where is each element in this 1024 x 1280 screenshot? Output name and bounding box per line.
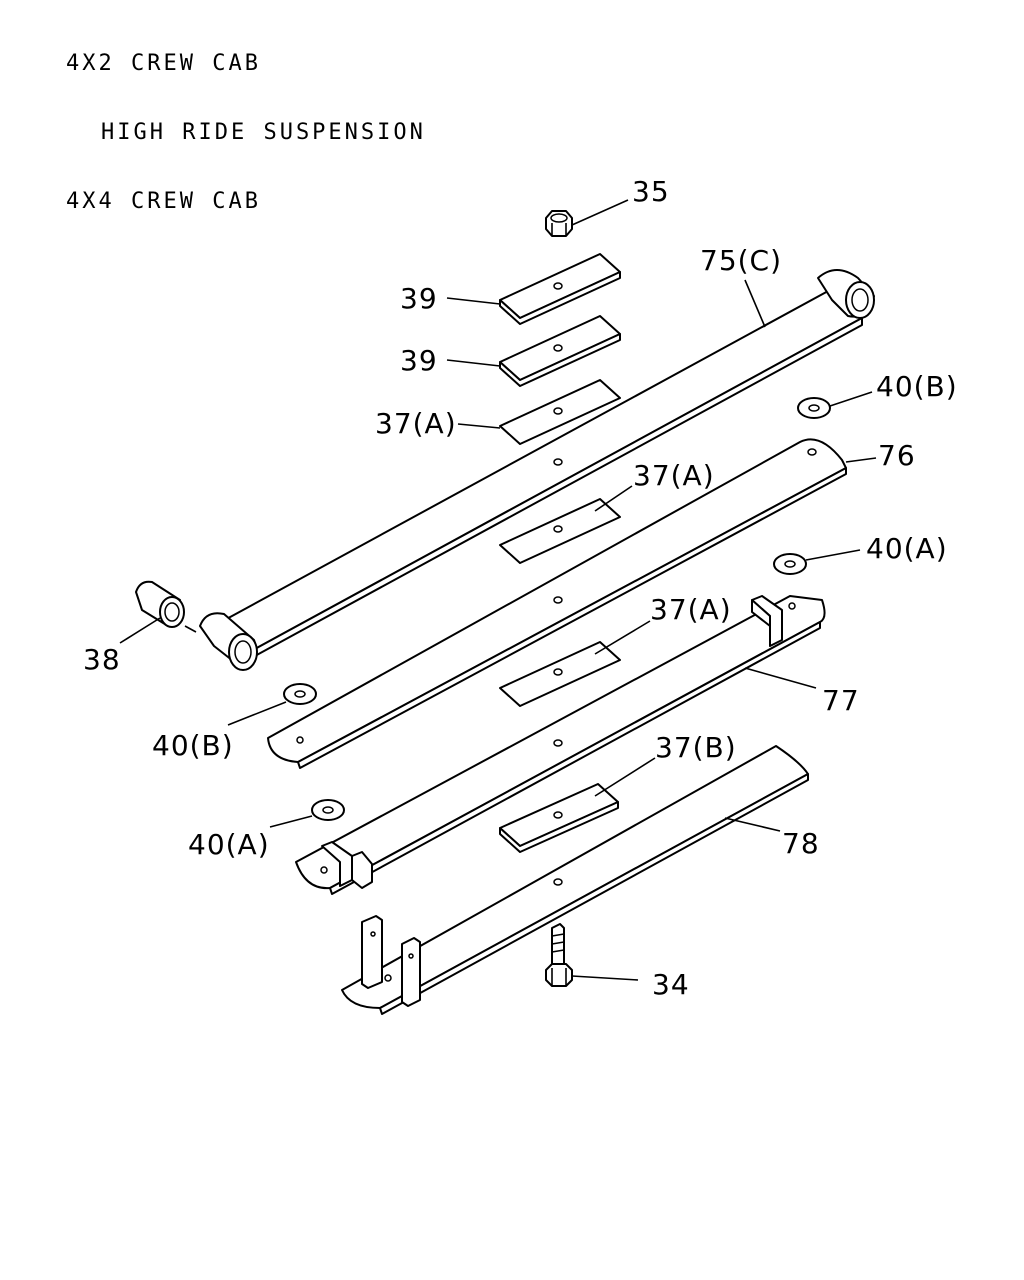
callout-35: 35 bbox=[632, 175, 670, 208]
part-76-leaf bbox=[267, 438, 847, 769]
callout-37b: 37(B) bbox=[655, 731, 737, 764]
diagram-header: 4X2 CREW CAB HIGH RIDE SUSPENSION 4X4 CR… bbox=[66, 6, 426, 236]
part-37a-shim-3 bbox=[499, 641, 621, 707]
leader-78 bbox=[724, 817, 781, 832]
header-line-3: 4X4 CREW CAB bbox=[66, 189, 261, 214]
leader-39-lower bbox=[446, 359, 501, 367]
callout-37a-1: 37(A) bbox=[375, 407, 457, 440]
leader-40a-left bbox=[269, 815, 313, 828]
part-34-center-bolt bbox=[545, 923, 573, 987]
callout-77: 77 bbox=[822, 684, 860, 717]
part-37a-shim-2 bbox=[499, 498, 621, 564]
callout-78: 78 bbox=[782, 827, 820, 860]
leader-34 bbox=[571, 975, 639, 981]
leader-37a-3 bbox=[594, 620, 651, 655]
callout-39-lower: 39 bbox=[400, 344, 438, 377]
part-40b-washer-left bbox=[283, 683, 317, 705]
part-77-leaf bbox=[295, 595, 826, 895]
callout-37a-3: 37(A) bbox=[650, 593, 732, 626]
callout-76: 76 bbox=[878, 439, 916, 472]
leader-75c bbox=[744, 279, 766, 328]
leader-37a-1 bbox=[457, 423, 501, 429]
part-35-nut bbox=[545, 210, 573, 237]
callout-37a-2: 37(A) bbox=[633, 459, 715, 492]
header-line-2: HIGH RIDE SUSPENSION bbox=[101, 120, 426, 145]
header-line-1: 4X2 CREW CAB bbox=[66, 51, 261, 76]
part-38-bushing bbox=[135, 580, 185, 628]
leader-37a-2 bbox=[594, 485, 633, 512]
part-39-plate-lower bbox=[499, 315, 621, 387]
part-37a-shim-1 bbox=[499, 379, 621, 445]
callout-40b-left: 40(B) bbox=[152, 729, 234, 762]
part-40a-washer-top bbox=[773, 553, 807, 575]
callout-38: 38 bbox=[83, 643, 121, 676]
leader-39-upper bbox=[446, 297, 501, 305]
callout-40b-top: 40(B) bbox=[876, 370, 958, 403]
part-40a-washer-left bbox=[311, 799, 345, 821]
part-39-plate-upper bbox=[499, 253, 621, 325]
leader-40b-top bbox=[829, 391, 873, 407]
callout-40a-top: 40(A) bbox=[866, 532, 948, 565]
leader-40b-left bbox=[227, 701, 287, 726]
callout-39-upper: 39 bbox=[400, 282, 438, 315]
part-75c-main-leaf bbox=[199, 269, 875, 671]
callout-75c: 75(C) bbox=[700, 244, 782, 277]
leader-76 bbox=[845, 457, 877, 463]
leader-38-to-eye bbox=[184, 625, 197, 633]
leader-35 bbox=[571, 199, 629, 226]
leader-40a-top bbox=[805, 549, 861, 561]
part-37b-shim bbox=[499, 783, 619, 853]
leader-77 bbox=[744, 667, 817, 689]
leader-37b bbox=[594, 757, 656, 797]
callout-34: 34 bbox=[652, 968, 690, 1001]
leader-38 bbox=[119, 617, 161, 644]
part-78-leaf bbox=[341, 745, 809, 1015]
callout-40a-left: 40(A) bbox=[188, 828, 270, 861]
part-40b-washer-top bbox=[797, 397, 831, 419]
